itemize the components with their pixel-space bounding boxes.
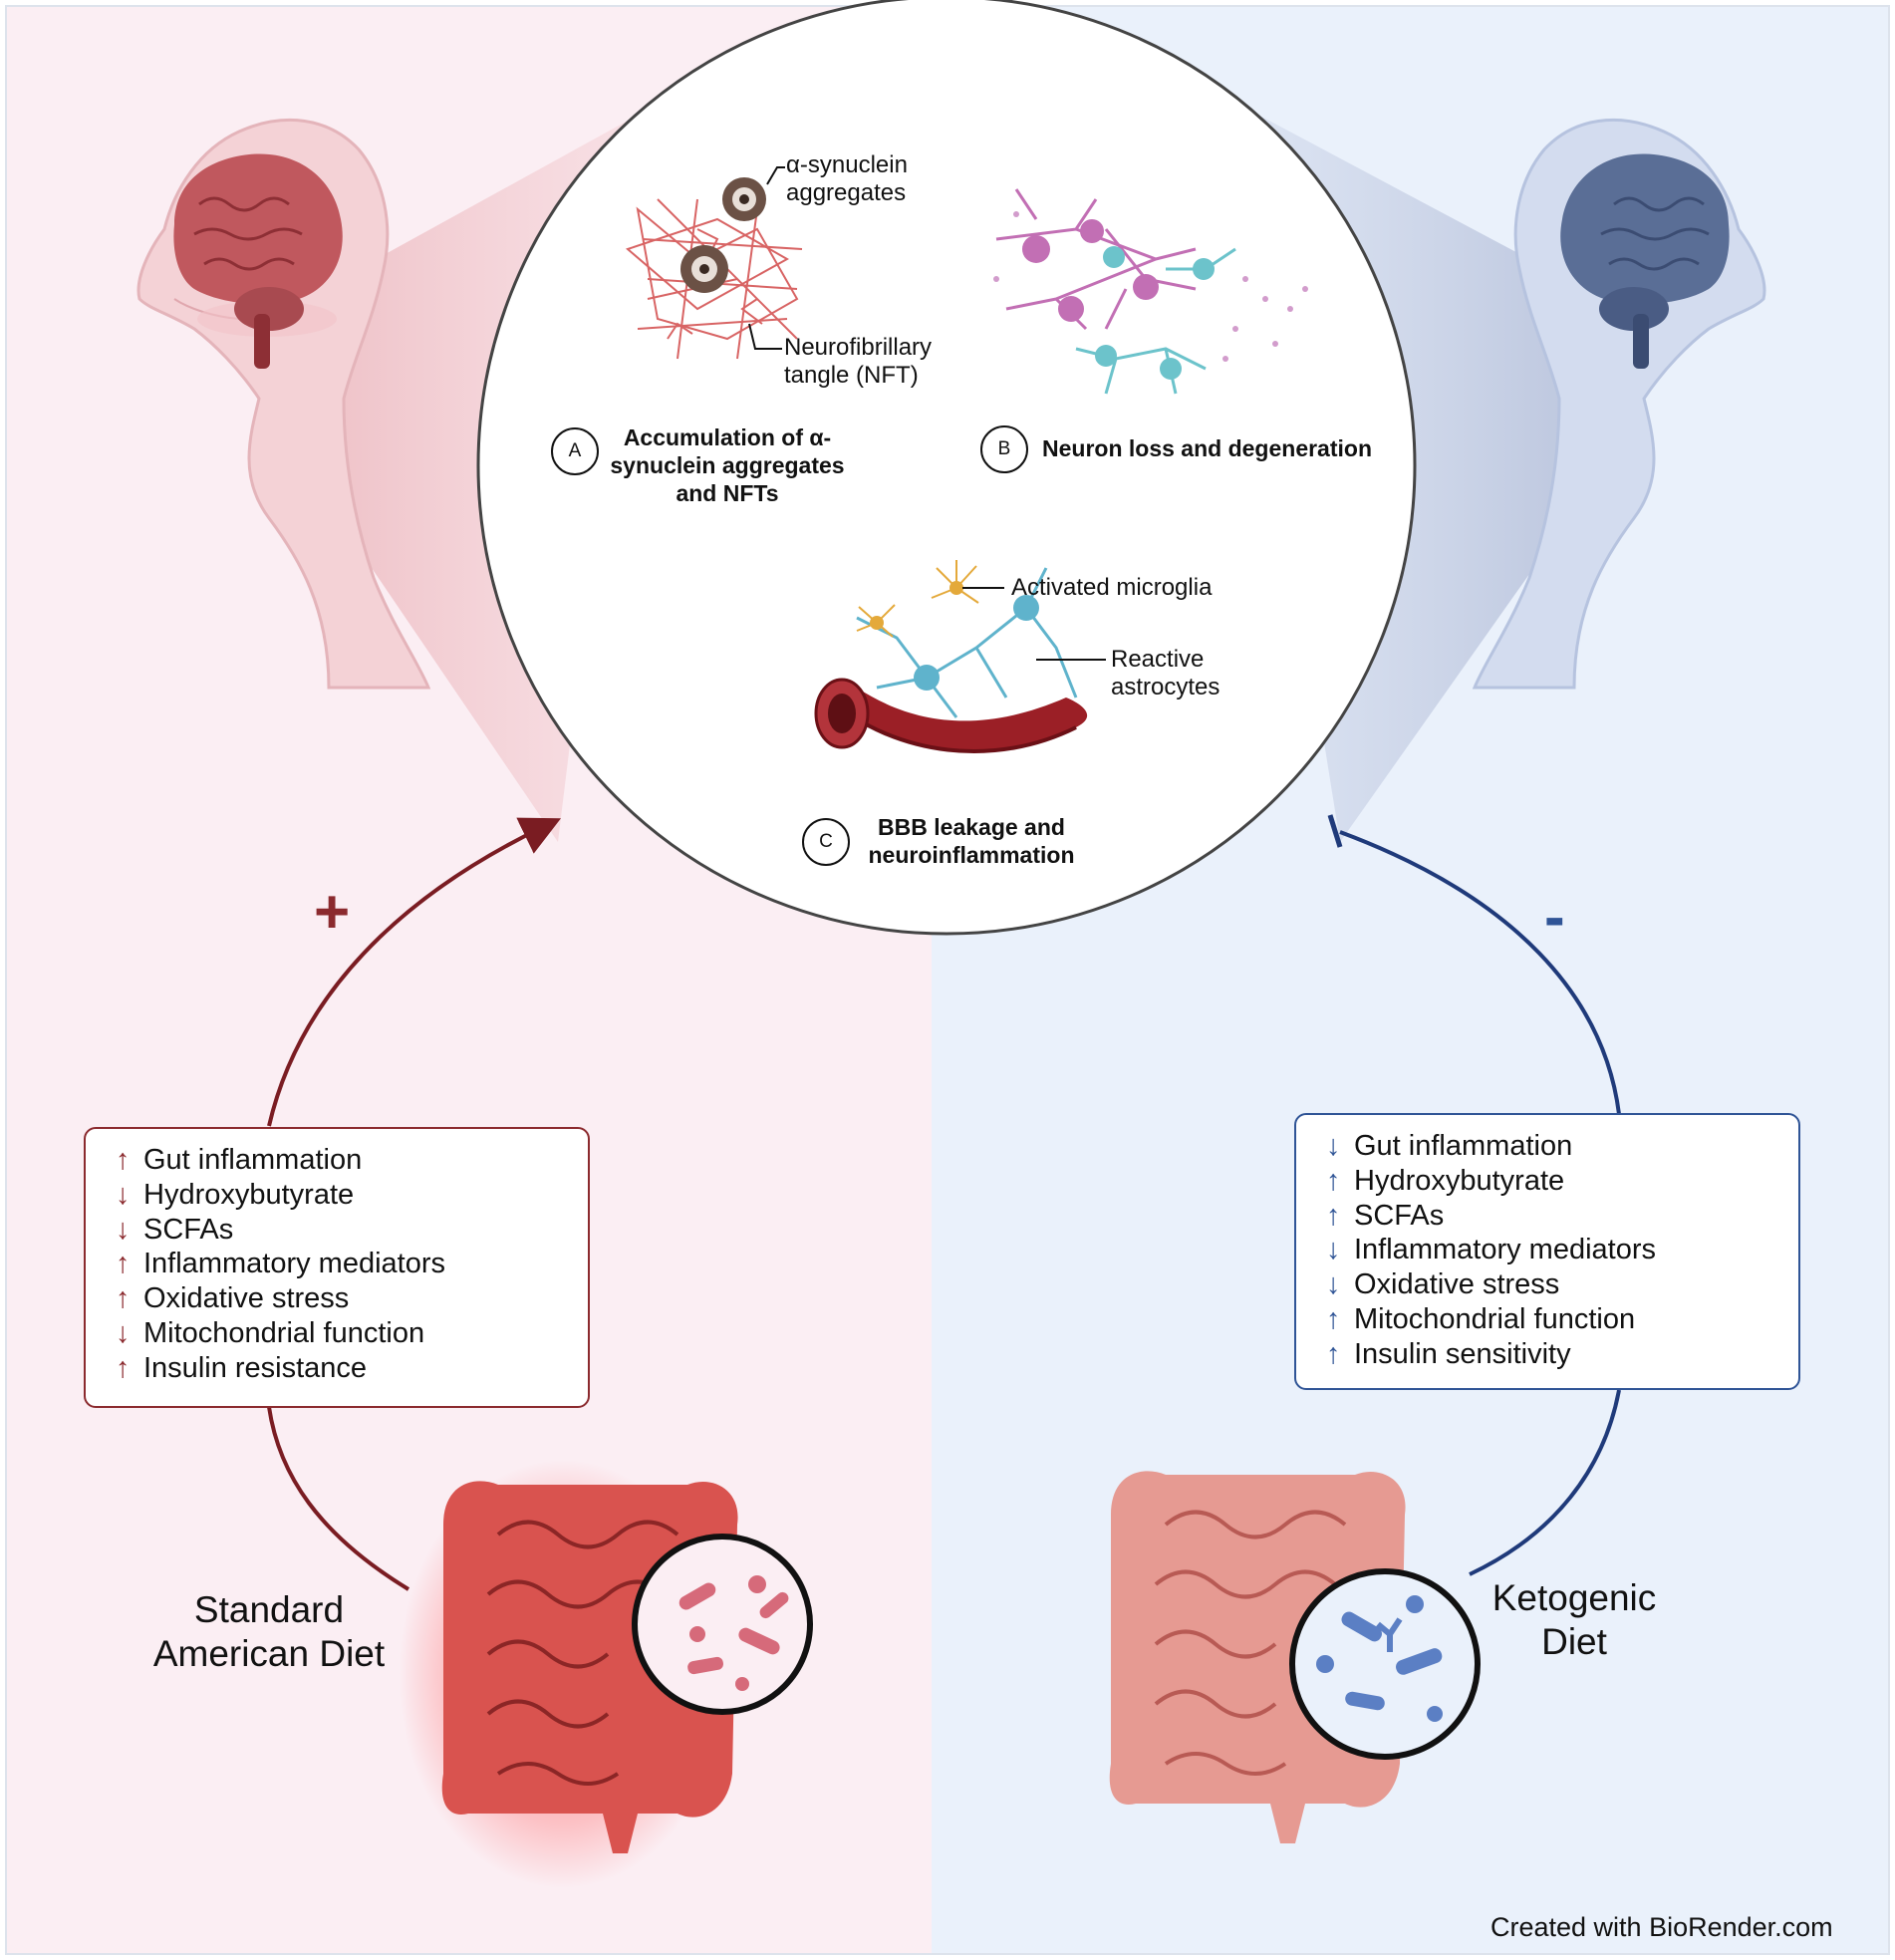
panel-c-badge: C (802, 818, 850, 866)
ketogenic-diet-label: Ketogenic Diet (1491, 1577, 1657, 1662)
left-lower-connector (267, 1406, 410, 1591)
right-inhibition-arc (1339, 830, 1621, 1115)
left-head-illustration (136, 119, 431, 690)
left-effect-row: ↓SCFAs (116, 1213, 234, 1246)
panel-b-badge: B (980, 425, 1028, 473)
central-circle (476, 0, 1417, 936)
right-effect-row: ↑Insulin sensitivity (1326, 1337, 1571, 1370)
biorender-credit: Created with BioRender.com (1490, 1912, 1833, 1942)
right-effect-row: ↓Inflammatory mediators (1326, 1234, 1656, 1266)
left-effect-row: ↑Gut inflammation (116, 1144, 363, 1176)
right-microbiome-magnifier-icon (1289, 1568, 1481, 1760)
panel-b-title: Neuron loss and degeneration (1042, 435, 1372, 461)
right-gut-illustration (1109, 1471, 1406, 1843)
neuron-loss-illustration (993, 188, 1308, 395)
left-effects-box: ↑Gut inflammation ↓Hydroxybutyrate ↓SCFA… (84, 1127, 590, 1408)
right-effect-row: ↑Mitochondrial function (1326, 1302, 1636, 1335)
right-effect-row: ↑SCFAs (1326, 1199, 1445, 1232)
microglia-illustration (856, 560, 979, 638)
right-minus-sign: - (1544, 883, 1565, 952)
left-effect-row: ↑Inflammatory mediators (116, 1248, 445, 1280)
left-effect-row: ↑Oxidative stress (116, 1282, 350, 1315)
panel-c-title: BBB leakage and neuroinflammation (868, 814, 1075, 868)
left-effect-row: ↑Insulin resistance (116, 1351, 368, 1384)
panel-a-title: Accumulation of α- synuclein aggregates … (610, 424, 845, 506)
left-effect-row: ↓Hydroxybutyrate (116, 1178, 355, 1211)
left-effect-row: ↓Mitochondrial function (116, 1316, 425, 1349)
standard-american-diet-label: Standard American Diet (152, 1589, 386, 1674)
left-curved-arrow (267, 817, 562, 1127)
left-plus-sign: + (314, 878, 351, 947)
nft-label: Neurofibrillary tangle (NFT) (784, 334, 933, 389)
panel-a-badge: A (551, 427, 599, 475)
microglia-label: Activated microglia (1011, 574, 1213, 601)
alpha-synuclein-label: α-synuclein aggregates (786, 151, 908, 206)
left-brain (173, 153, 343, 305)
right-effect-row: ↓Gut inflammation (1326, 1130, 1573, 1162)
right-head-illustration (1472, 119, 1766, 690)
right-lower-connector (1469, 1389, 1621, 1576)
left-microbiome-magnifier-icon (632, 1534, 813, 1715)
blood-vessel-illustration (814, 678, 1088, 753)
right-effect-row: ↓Oxidative stress (1326, 1268, 1560, 1301)
alpha-synuclein-aggregate-icon (680, 177, 766, 293)
astrocytes-label: Reactive astrocytes (1111, 646, 1220, 700)
right-effects-box: ↓Gut inflammation ↑Hydroxybutyrate ↑SCFA… (1294, 1113, 1800, 1390)
right-effect-row: ↑Hydroxybutyrate (1326, 1164, 1565, 1197)
right-inhibition-bar (1327, 814, 1343, 848)
right-brain (1560, 153, 1730, 305)
